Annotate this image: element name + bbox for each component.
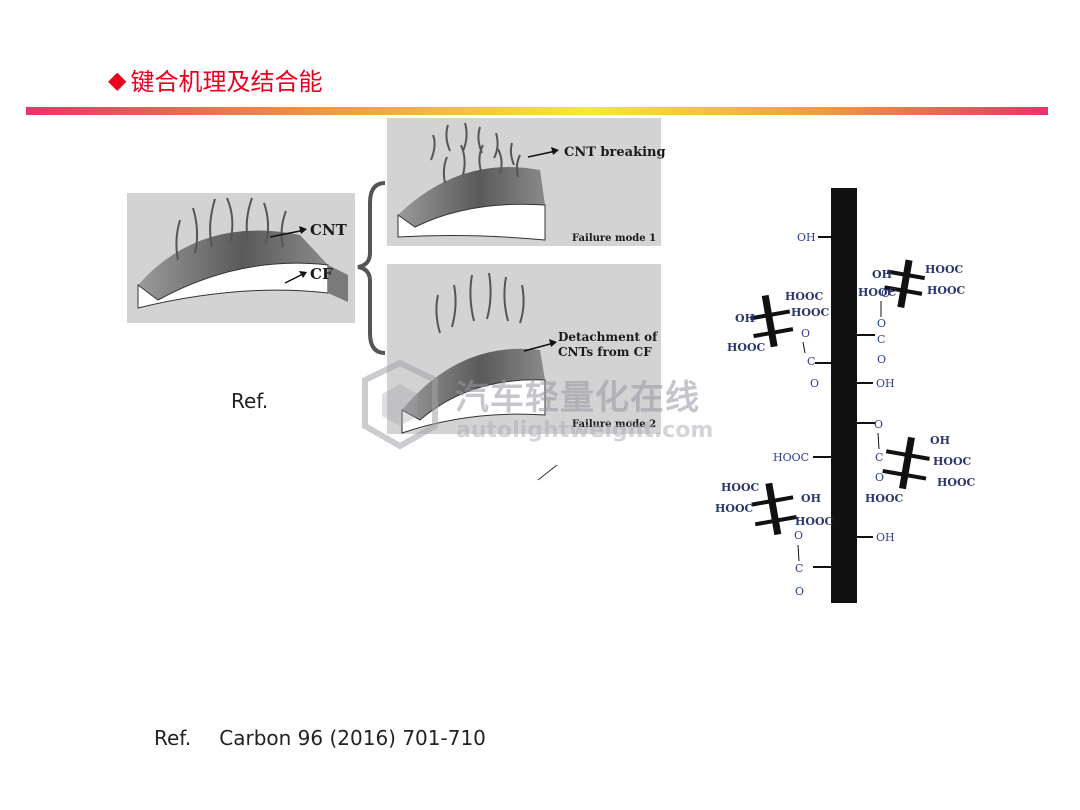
svg-text:HOOC: HOOC (865, 492, 904, 505)
svg-text:HOOC: HOOC (927, 284, 966, 297)
svg-text:HOOC: HOOC (791, 306, 830, 319)
svg-text:HOOC: HOOC (933, 455, 972, 468)
svg-text:O: O (795, 585, 804, 598)
svg-text:OH: OH (735, 312, 755, 325)
cnt-on-cf-panel: CNT CF (127, 193, 355, 323)
svg-text:O: O (875, 471, 884, 484)
surface-chemistry-figure: OH O C O O OH HOOC HOOC HOOC O C O HOOC … (715, 188, 976, 603)
cnt-label: CNT (310, 221, 348, 239)
svg-text:OH: OH (801, 492, 821, 505)
svg-text:C: C (795, 562, 803, 575)
svg-text:HOOC: HOOC (937, 476, 976, 489)
svg-text:HOOC: HOOC (925, 263, 964, 276)
svg-text:O: O (810, 377, 819, 390)
svg-text:O: O (874, 418, 883, 431)
svg-text:OH: OH (876, 377, 895, 390)
svg-text:O: O (877, 317, 886, 330)
svg-text:C: C (875, 451, 883, 464)
svg-text:O: O (877, 353, 886, 366)
svg-text:HOOC: HOOC (858, 286, 897, 299)
watermark-url: autolightweight.com (456, 418, 714, 443)
slide-title: ◆ 键合机理及结合能 (108, 62, 322, 97)
watermark-brand: 汽车轻量化在线 (455, 378, 700, 418)
svg-text:C: C (807, 355, 815, 368)
brace-divider (357, 181, 386, 355)
svg-text:HOOC: HOOC (795, 515, 834, 528)
svg-text:OH: OH (872, 268, 892, 281)
mode2-label-line1: Detachment of (558, 330, 658, 344)
reference-text: Carbon 96 (2016) 701-710 (219, 726, 486, 750)
diamond-bullet-icon: ◆ (108, 65, 127, 94)
svg-text:HOOC: HOOC (727, 341, 766, 354)
ref-label-inline: Ref. (231, 389, 269, 413)
svg-text:HOOC: HOOC (785, 290, 824, 303)
svg-text:OH: OH (876, 531, 895, 544)
oh-group: OH (797, 231, 816, 244)
svg-text:O: O (794, 529, 803, 542)
title-gradient-bar (26, 107, 1048, 115)
svg-text:OH: OH (930, 434, 950, 447)
mode2-caption: Failure mode 2 (572, 419, 656, 430)
svg-text:HOOC: HOOC (721, 481, 760, 494)
slide-title-text: 键合机理及结合能 (130, 68, 323, 96)
svg-text:C: C (877, 333, 885, 346)
reference-citation: Ref. Carbon 96 (2016) 701-710 (154, 726, 486, 750)
mode2-label-line2: CNTs from CF (558, 345, 652, 359)
failure-mode-figure: CNT CF CNT breaking Failure mode 1 (127, 118, 665, 434)
mode1-label: CNT breaking (564, 145, 665, 160)
svg-text:HOOC: HOOC (773, 451, 809, 464)
cf-label: CF (310, 265, 333, 283)
failure-mode-1-panel: CNT breaking Failure mode 1 (387, 118, 665, 246)
reference-prefix: Ref. (154, 726, 192, 750)
carbon-fiber-bar (831, 188, 857, 603)
figure-fragment-line (537, 464, 558, 481)
mode1-caption: Failure mode 1 (572, 233, 656, 244)
svg-text:HOOC: HOOC (715, 502, 754, 515)
watermark-logo-icon (362, 359, 438, 450)
svg-text:O: O (881, 287, 890, 300)
svg-text:O: O (801, 327, 810, 340)
